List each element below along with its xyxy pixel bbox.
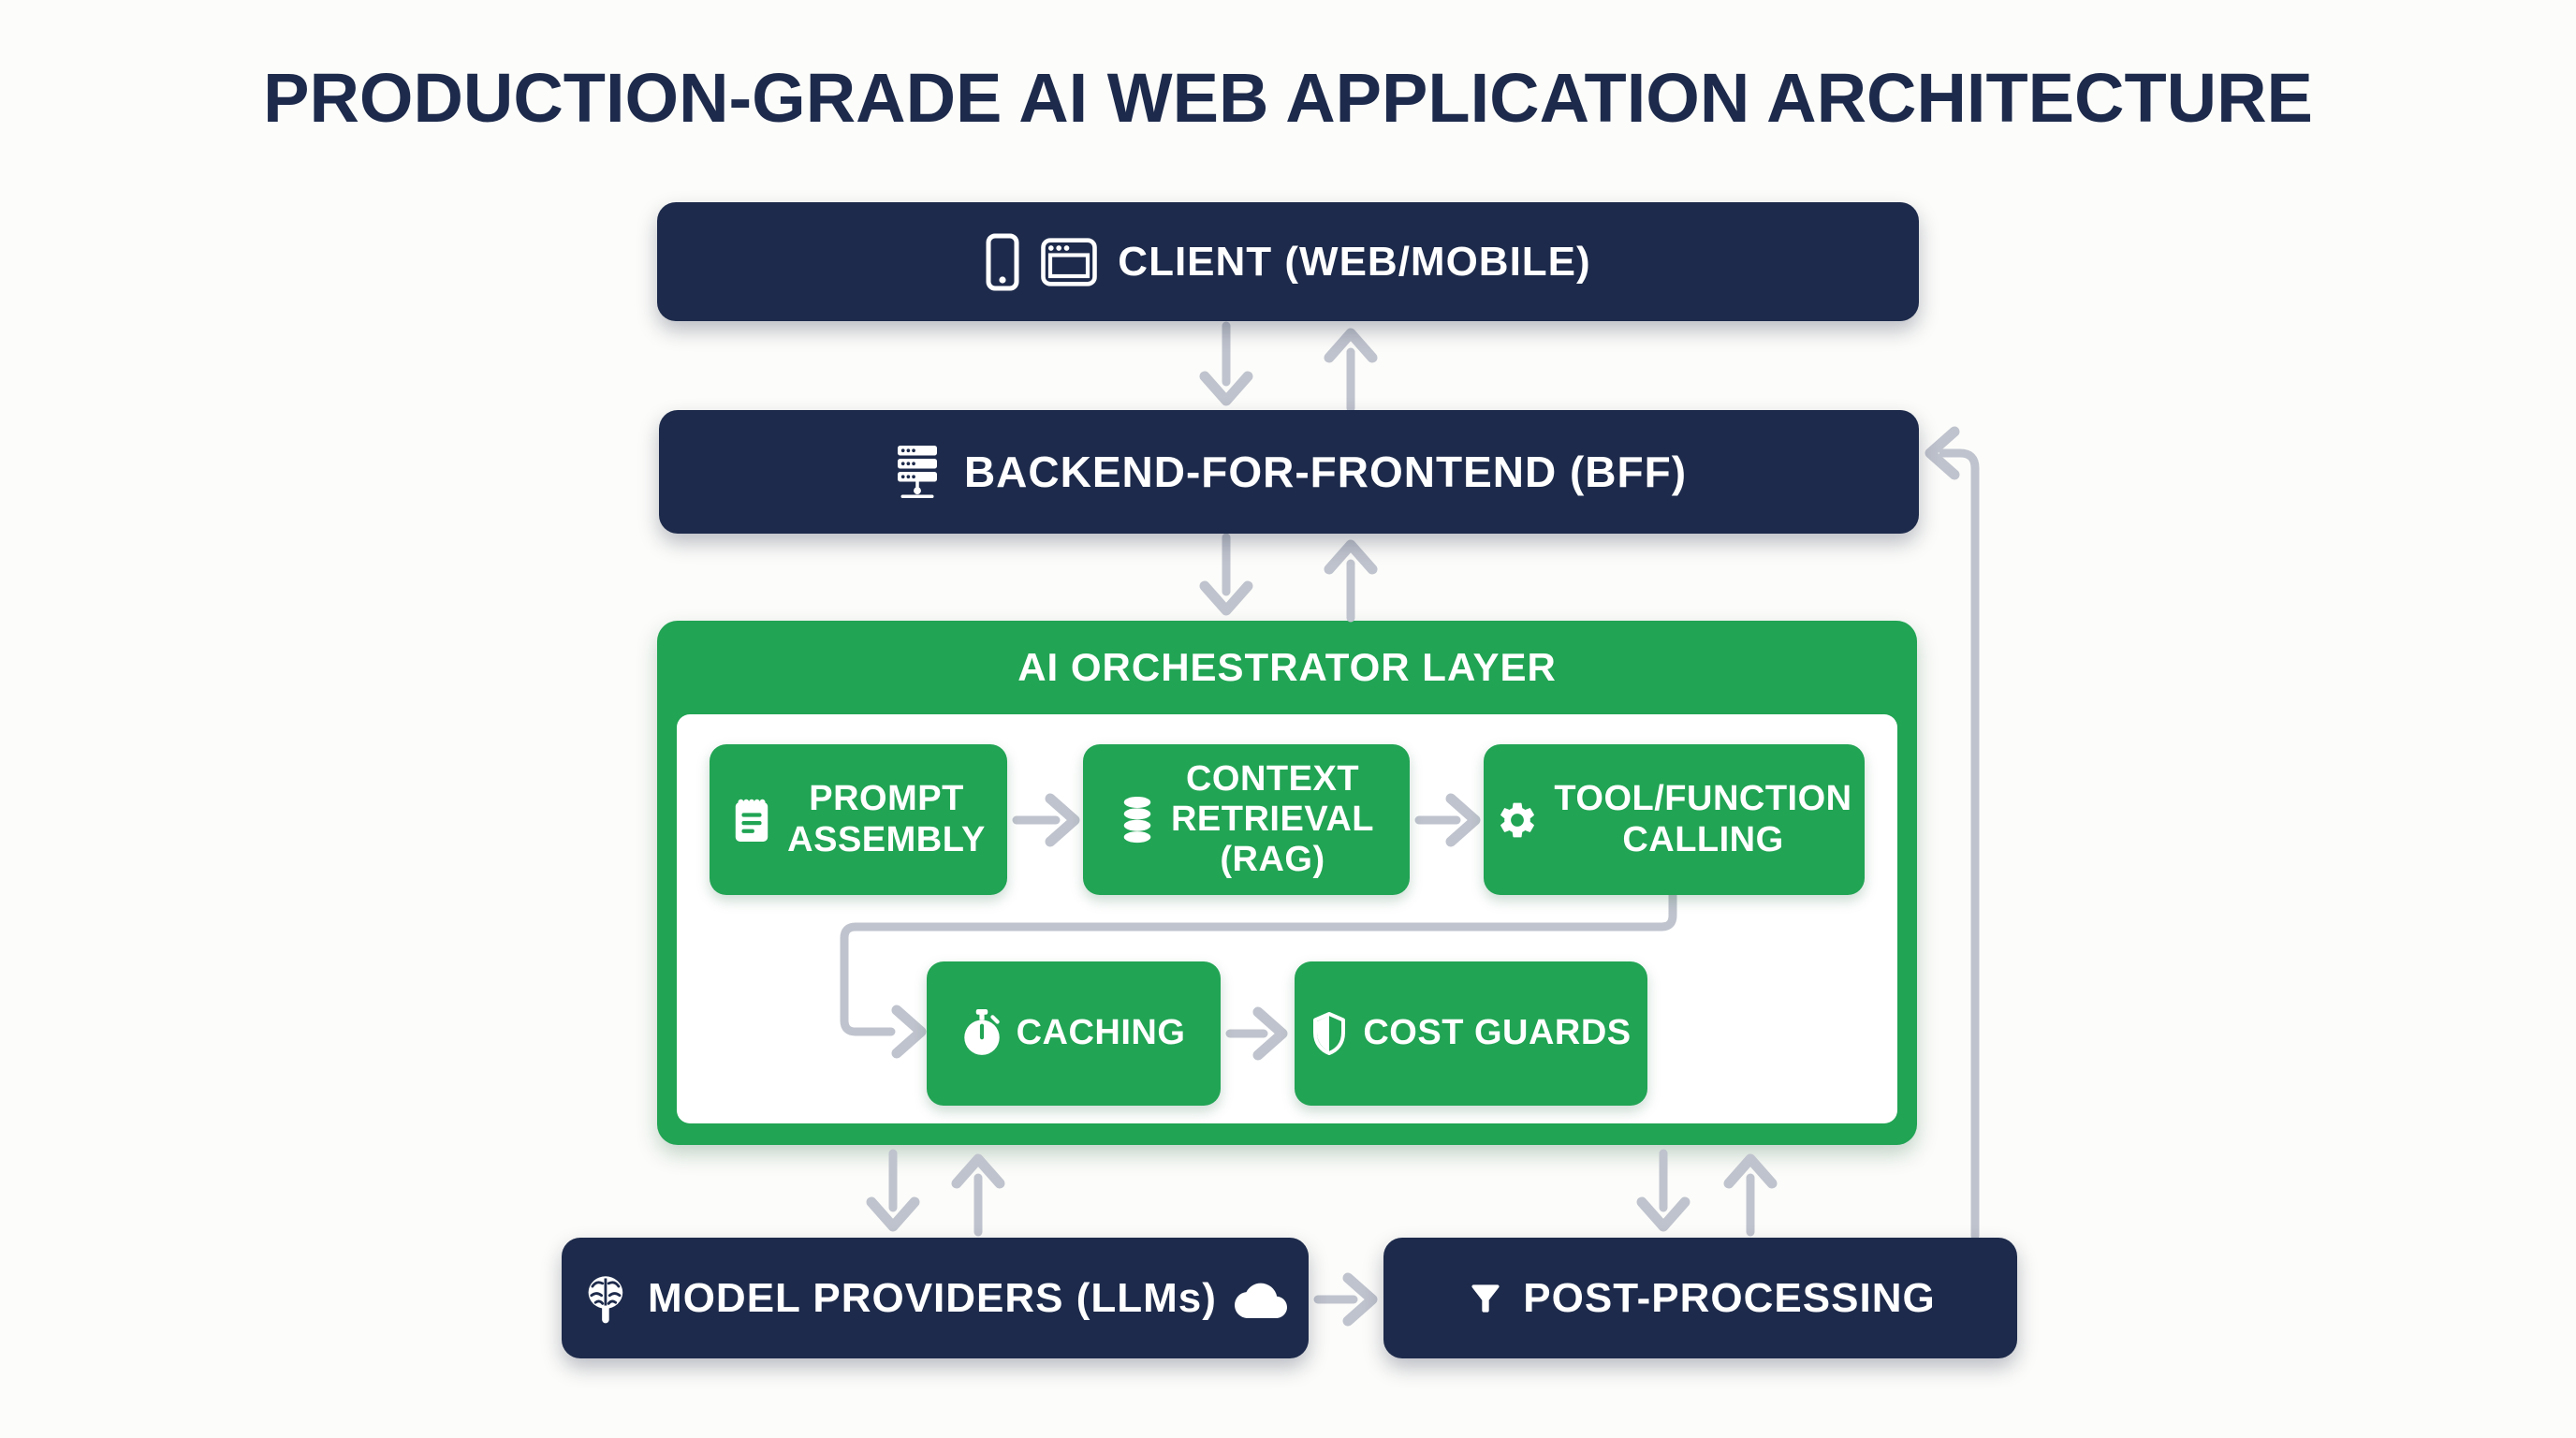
- cost-guards-label: COST GUARDS: [1363, 1013, 1632, 1053]
- shield-icon: [1313, 1012, 1346, 1055]
- gear-icon: [1500, 802, 1535, 837]
- cloud-icon: [1234, 1283, 1287, 1318]
- orchestrator-header: AI ORCHESTRATOR LAYER: [657, 621, 1917, 714]
- browser-window-icon: [1041, 237, 1098, 286]
- model-providers-label: MODEL PROVIDERS (LLMs): [648, 1274, 1217, 1321]
- edge-orchestrator-to-post-down: [1636, 1149, 1690, 1232]
- notepad-icon: [735, 799, 768, 842]
- node-model-providers: MODEL PROVIDERS (LLMs): [562, 1238, 1309, 1358]
- node-prompt-assembly: PROMPT ASSEMBLY: [710, 744, 1007, 895]
- edge-bff-to-orchestrator-down: [1199, 533, 1253, 616]
- node-caching: CACHING: [927, 961, 1221, 1106]
- edge-model-to-post-right: [1313, 1272, 1378, 1327]
- node-tool-calling: TOOL/FUNCTION CALLING: [1484, 744, 1865, 895]
- page-title: PRODUCTION-GRADE AI WEB APPLICATION ARCH…: [263, 59, 2313, 137]
- edge-model-to-orchestrator-up: [951, 1153, 1005, 1237]
- brain-icon: [588, 1275, 623, 1323]
- edge-bff-to-client-up: [1324, 328, 1378, 413]
- node-cost-guards: COST GUARDS: [1295, 961, 1647, 1106]
- funnel-icon: [1471, 1284, 1500, 1313]
- orchestrator-label: AI ORCHESTRATOR LAYER: [1017, 645, 1557, 689]
- smartphone-icon: [986, 233, 1019, 290]
- stopwatch-icon: [963, 1009, 1000, 1055]
- node-bff: BACKEND-FOR-FRONTEND (BFF): [659, 410, 1919, 534]
- node-post-processing: POST-PROCESSING: [1383, 1238, 2017, 1358]
- client-label: CLIENT (WEB/MOBILE): [1118, 238, 1591, 285]
- database-icon: [1123, 796, 1151, 843]
- caching-label: CACHING: [1016, 1013, 1186, 1053]
- bff-label: BACKEND-FOR-FRONTEND (BFF): [963, 448, 1688, 496]
- edge-orchestrator-to-model-down: [866, 1149, 920, 1232]
- server-stack-icon: [897, 446, 937, 498]
- tool-calling-label: TOOL/FUNCTION CALLING: [1554, 779, 1852, 859]
- prompt-assembly-label: PROMPT ASSEMBLY: [787, 779, 986, 859]
- edge-post-to-orchestrator-up: [1723, 1153, 1778, 1237]
- context-retrieval-label: CONTEXT RETRIEVAL (RAG): [1170, 758, 1375, 880]
- edge-orchestrator-to-bff-up: [1324, 539, 1378, 623]
- edge-post-to-bff-feedback: [1925, 426, 1980, 1240]
- edge-client-to-bff-down: [1199, 321, 1253, 406]
- post-processing-label: POST-PROCESSING: [1523, 1274, 1936, 1321]
- node-context-retrieval: CONTEXT RETRIEVAL (RAG): [1083, 744, 1410, 895]
- node-client: CLIENT (WEB/MOBILE): [657, 202, 1919, 321]
